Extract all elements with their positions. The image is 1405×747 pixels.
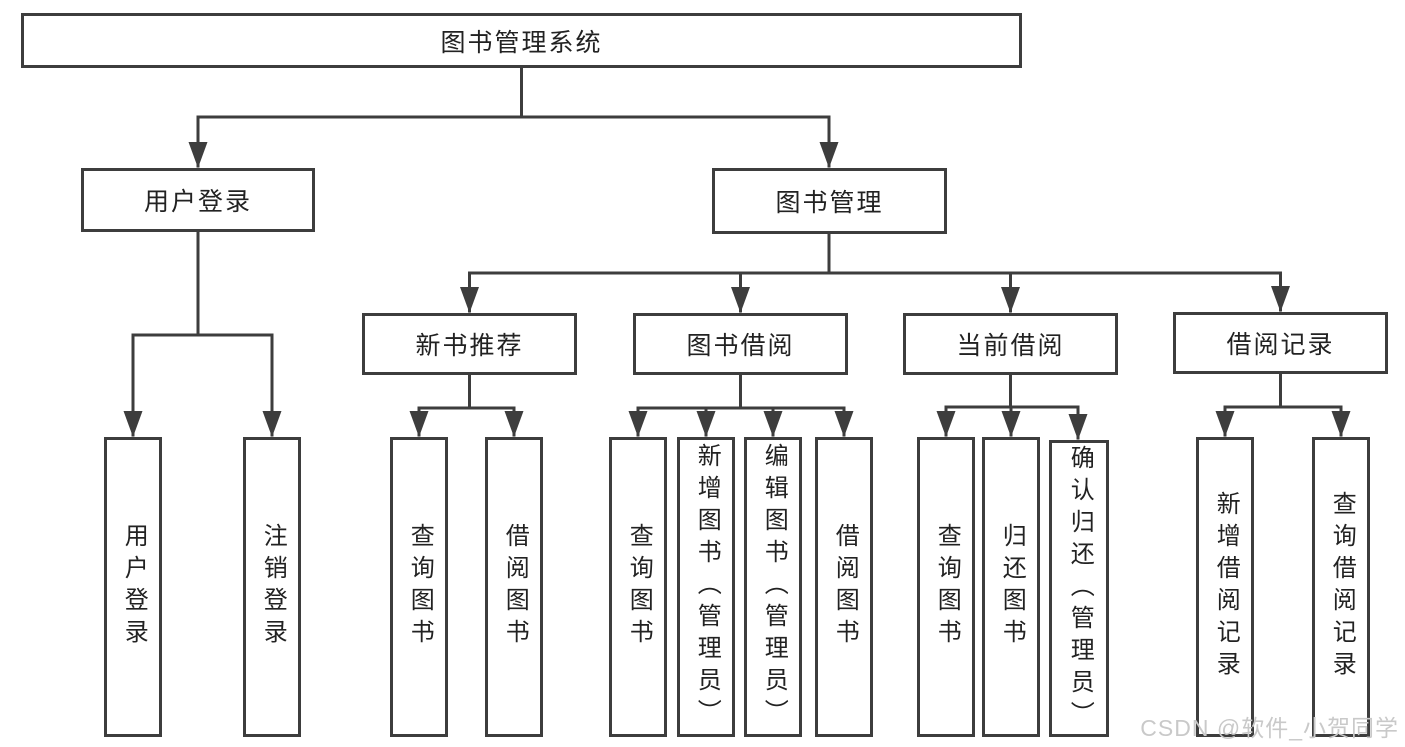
node-book-management: 图书管理 xyxy=(712,168,947,234)
node-user-login: 用户登录 xyxy=(81,168,315,232)
leaf-query-book-current: 查询图书 xyxy=(917,437,975,737)
leaf-confirm-return-admin-label: 确认归还（管理员） xyxy=(1066,444,1094,733)
leaf-query-borrow-record: 查询借阅记录 xyxy=(1312,437,1370,737)
node-book-borrow: 图书借阅 xyxy=(633,313,848,375)
node-new-book-recommend: 新书推荐 xyxy=(362,313,577,375)
node-borrow-record: 借阅记录 xyxy=(1173,312,1388,374)
leaf-query-book-current-label: 查询图书 xyxy=(933,523,961,651)
leaf-return-book-label: 归还图书 xyxy=(998,523,1026,651)
leaf-add-book-admin: 新增图书（管理员） xyxy=(677,437,735,737)
node-root: 图书管理系统 xyxy=(21,13,1022,68)
leaf-edit-book-admin: 编辑图书（管理员） xyxy=(744,437,802,737)
leaf-query-book-borrow: 查询图书 xyxy=(609,437,667,737)
node-borrow-record-label: 借阅记录 xyxy=(1226,331,1335,359)
leaf-logout-login: 注销登录 xyxy=(243,437,301,737)
node-book-borrow-label: 图书借阅 xyxy=(686,332,795,360)
leaf-logout-login-label: 注销登录 xyxy=(259,523,287,651)
leaf-return-book: 归还图书 xyxy=(982,437,1040,737)
node-current-borrow: 当前借阅 xyxy=(903,313,1118,375)
leaf-query-book-recommend-label: 查询图书 xyxy=(406,523,434,651)
leaf-edit-book-admin-label: 编辑图书（管理员） xyxy=(760,443,788,731)
leaf-user-login-label: 用户登录 xyxy=(120,523,148,651)
leaf-query-borrow-record-label: 查询借阅记录 xyxy=(1328,491,1356,683)
leaf-borrow-book-recommend: 借阅图书 xyxy=(485,437,543,737)
leaf-borrow-book: 借阅图书 xyxy=(815,437,873,737)
watermark: CSDN @软件_小贺同学 xyxy=(1140,715,1399,741)
leaf-confirm-return-admin: 确认归还（管理员） xyxy=(1049,440,1109,737)
node-book-management-label: 图书管理 xyxy=(775,189,884,217)
leaf-add-borrow-record-label: 新增借阅记录 xyxy=(1212,491,1240,683)
leaf-user-login: 用户登录 xyxy=(104,437,162,737)
node-root-label: 图书管理系统 xyxy=(440,28,603,57)
leaf-borrow-book-label: 借阅图书 xyxy=(831,523,859,651)
node-current-borrow-label: 当前借阅 xyxy=(956,332,1065,360)
leaf-add-borrow-record: 新增借阅记录 xyxy=(1196,437,1254,737)
leaf-borrow-book-recommend-label: 借阅图书 xyxy=(501,523,529,651)
node-new-book-recommend-label: 新书推荐 xyxy=(415,332,524,360)
leaf-add-book-admin-label: 新增图书（管理员） xyxy=(693,443,721,731)
leaf-query-book-recommend: 查询图书 xyxy=(390,437,448,737)
node-user-login-label: 用户登录 xyxy=(143,188,252,216)
leaf-query-book-borrow-label: 查询图书 xyxy=(625,523,653,651)
